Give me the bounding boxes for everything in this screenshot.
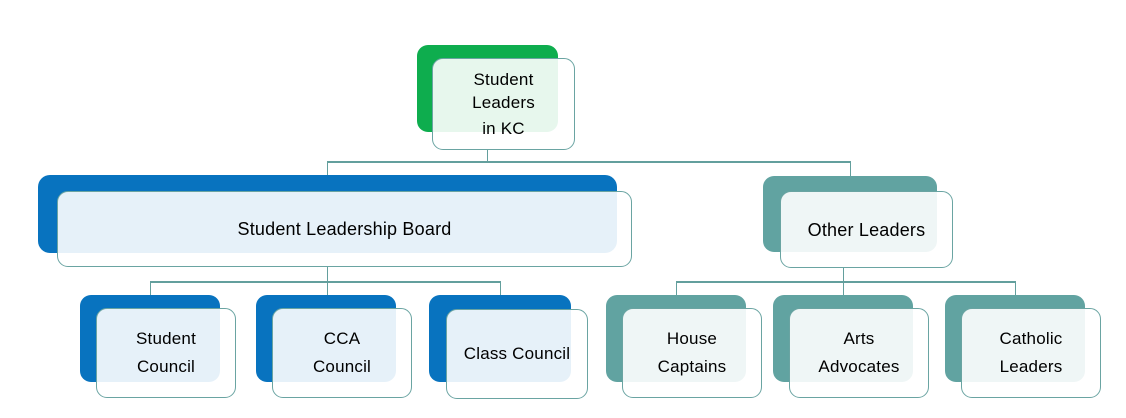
arts-advocates-label-line: Arts — [843, 329, 875, 348]
catholic-leaders-label-line: Catholic — [999, 329, 1063, 348]
student-council-label-line: Council — [136, 357, 196, 376]
class-council-label: Class Council — [463, 344, 571, 363]
house-captains-label-line: House — [666, 329, 718, 348]
root-node-label-line: Leaders — [472, 93, 535, 112]
house-captains-box: House Captains — [622, 308, 762, 398]
connector-to-catholic-leaders — [1014, 281, 1016, 296]
connector-board-rail — [150, 281, 500, 283]
student-leadership-board-label: Student Leadership Board — [237, 219, 452, 239]
other-leaders-box: Other Leaders — [780, 191, 953, 268]
connector-level1-rail — [327, 161, 851, 163]
catholic-leaders-box: Catholic Leaders — [961, 308, 1101, 398]
catholic-leaders-label-line: Leaders — [999, 357, 1063, 376]
cca-council-box: CCA Council — [272, 308, 412, 398]
connector-other-rail — [676, 281, 1015, 283]
root-node-label-line: in KC — [482, 119, 525, 138]
other-leaders-label: Other Leaders — [807, 219, 926, 240]
connector-to-class-council — [499, 281, 501, 296]
arts-advocates-box: Arts Advocates — [789, 308, 929, 398]
root-node-box: Student Leaders in KC — [432, 58, 575, 150]
student-council-box: Student Council — [96, 308, 236, 398]
student-leadership-board-box: Student Leadership Board — [57, 191, 632, 267]
connector-to-student-leadership-board — [326, 161, 328, 176]
connector-to-other-leaders — [849, 161, 851, 177]
connector-root-stem — [486, 149, 488, 163]
student-council-label-line: Student — [135, 329, 196, 348]
root-node-label-line: Student — [473, 70, 534, 89]
connector-to-house-captains — [675, 281, 677, 296]
cca-council-label-line: Council — [312, 357, 372, 376]
arts-advocates-label-line: Advocates — [818, 357, 900, 376]
class-council-box: Class Council — [446, 309, 588, 399]
cca-council-label-line: CCA — [323, 329, 361, 348]
house-captains-label-line: Captains — [657, 357, 727, 376]
connector-to-student-council — [149, 281, 151, 296]
